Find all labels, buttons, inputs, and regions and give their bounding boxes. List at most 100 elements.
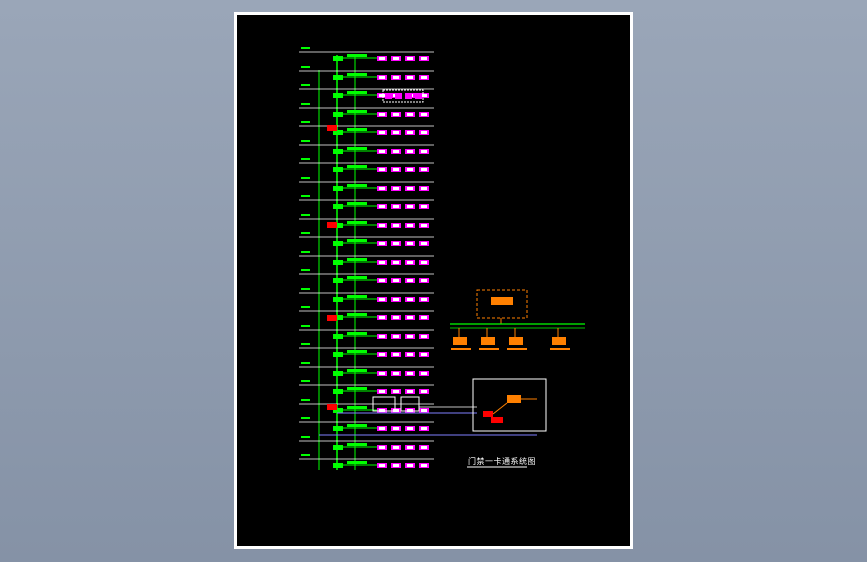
floor-tag [301, 214, 310, 216]
door-controller-text [407, 316, 413, 319]
door-controller-text [379, 390, 385, 393]
door-controller-text [393, 131, 399, 134]
terminal-item [415, 93, 422, 99]
door-controller-text [421, 372, 427, 375]
door-controller-text [379, 224, 385, 227]
door-controller-text [407, 446, 413, 449]
floor-tag [301, 66, 310, 68]
door-controller-text [379, 298, 385, 301]
branch-label [347, 295, 367, 298]
door-controller-text [421, 224, 427, 227]
door-controller-text [421, 131, 427, 134]
door-controller-text [407, 298, 413, 301]
door-controller-text [421, 335, 427, 338]
network-controller [509, 337, 523, 345]
door-controller-text [407, 205, 413, 208]
branch-label [347, 128, 367, 131]
door-controller-text [421, 279, 427, 282]
floor-tag [301, 399, 310, 401]
door-controller-text [407, 353, 413, 356]
door-controller-text [393, 205, 399, 208]
door-controller-text [421, 242, 427, 245]
drawing-title: 门禁一卡通系统图 [468, 457, 536, 466]
door-controller-text [407, 168, 413, 171]
door-controller-text [421, 298, 427, 301]
branch-label [347, 258, 367, 261]
floor-tag [301, 195, 310, 197]
drawing-sheet: 门禁一卡通系统图 [234, 12, 633, 549]
alarm-marker [327, 222, 337, 228]
door-controller-text [379, 57, 385, 60]
door-controller-text [379, 113, 385, 116]
floor-tag [301, 362, 310, 364]
floor-tag [301, 436, 310, 438]
door-controller-text [393, 57, 399, 60]
door-controller-text [407, 57, 413, 60]
door-controller-text [393, 113, 399, 116]
door-controller-text [407, 131, 413, 134]
door-controller-text [379, 242, 385, 245]
door-controller-text [407, 372, 413, 375]
door-controller-text [393, 224, 399, 227]
terminal-block [382, 89, 424, 103]
door-controller-text [421, 94, 427, 97]
branch-label [347, 350, 367, 353]
network-controller [453, 337, 467, 345]
door-controller-text [421, 353, 427, 356]
door-controller-text [379, 316, 385, 319]
door-controller-text [393, 168, 399, 171]
door-controller-text [407, 150, 413, 153]
door-controller-text [421, 409, 427, 412]
door-controller-text [379, 446, 385, 449]
terminal-item [385, 93, 392, 99]
door-controller-text [393, 446, 399, 449]
door-controller-text [421, 446, 427, 449]
floor-tag [301, 158, 310, 160]
branch-label [347, 387, 367, 390]
floor-tag [301, 417, 310, 419]
access-control-system-diagram [299, 47, 585, 470]
branch-label [347, 461, 367, 464]
door-controller-text [421, 168, 427, 171]
door-controller-text [393, 279, 399, 282]
door-controller-text [407, 261, 413, 264]
door-controller-text [379, 372, 385, 375]
branch-label [347, 221, 367, 224]
floor-tag [301, 325, 310, 327]
floor-tag [301, 140, 310, 142]
network-controller [552, 337, 566, 345]
controller-label [507, 348, 527, 350]
door-controller-text [407, 335, 413, 338]
branch-label [347, 424, 367, 427]
door-controller-text [421, 57, 427, 60]
door-controller-text [421, 113, 427, 116]
branch-label [347, 147, 367, 150]
door-controller-text [393, 76, 399, 79]
branch-label [347, 276, 367, 279]
door-controller-text [421, 390, 427, 393]
door-controller-text [407, 76, 413, 79]
door-controller-text [407, 224, 413, 227]
controller-label [451, 348, 471, 350]
branch-label [347, 184, 367, 187]
door-controller-text [393, 335, 399, 338]
door-controller-text [407, 113, 413, 116]
floor-tag [301, 269, 310, 271]
alarm-marker [327, 404, 337, 410]
management-host-box [476, 289, 528, 319]
door-controller-text [393, 464, 399, 467]
door-controller-text [393, 150, 399, 153]
door-controller-text [393, 427, 399, 430]
floor-tag [301, 306, 310, 308]
branch-label [347, 110, 367, 113]
door-controller-text [421, 316, 427, 319]
floor-tag [301, 232, 310, 234]
branch-label [347, 165, 367, 168]
floor-tag [301, 454, 310, 456]
door-controller-text [379, 76, 385, 79]
door-controller-text [379, 427, 385, 430]
detail-inset-box [472, 378, 547, 432]
door-controller-text [421, 76, 427, 79]
door-controller-text [379, 94, 385, 97]
door-controller-text [379, 205, 385, 208]
